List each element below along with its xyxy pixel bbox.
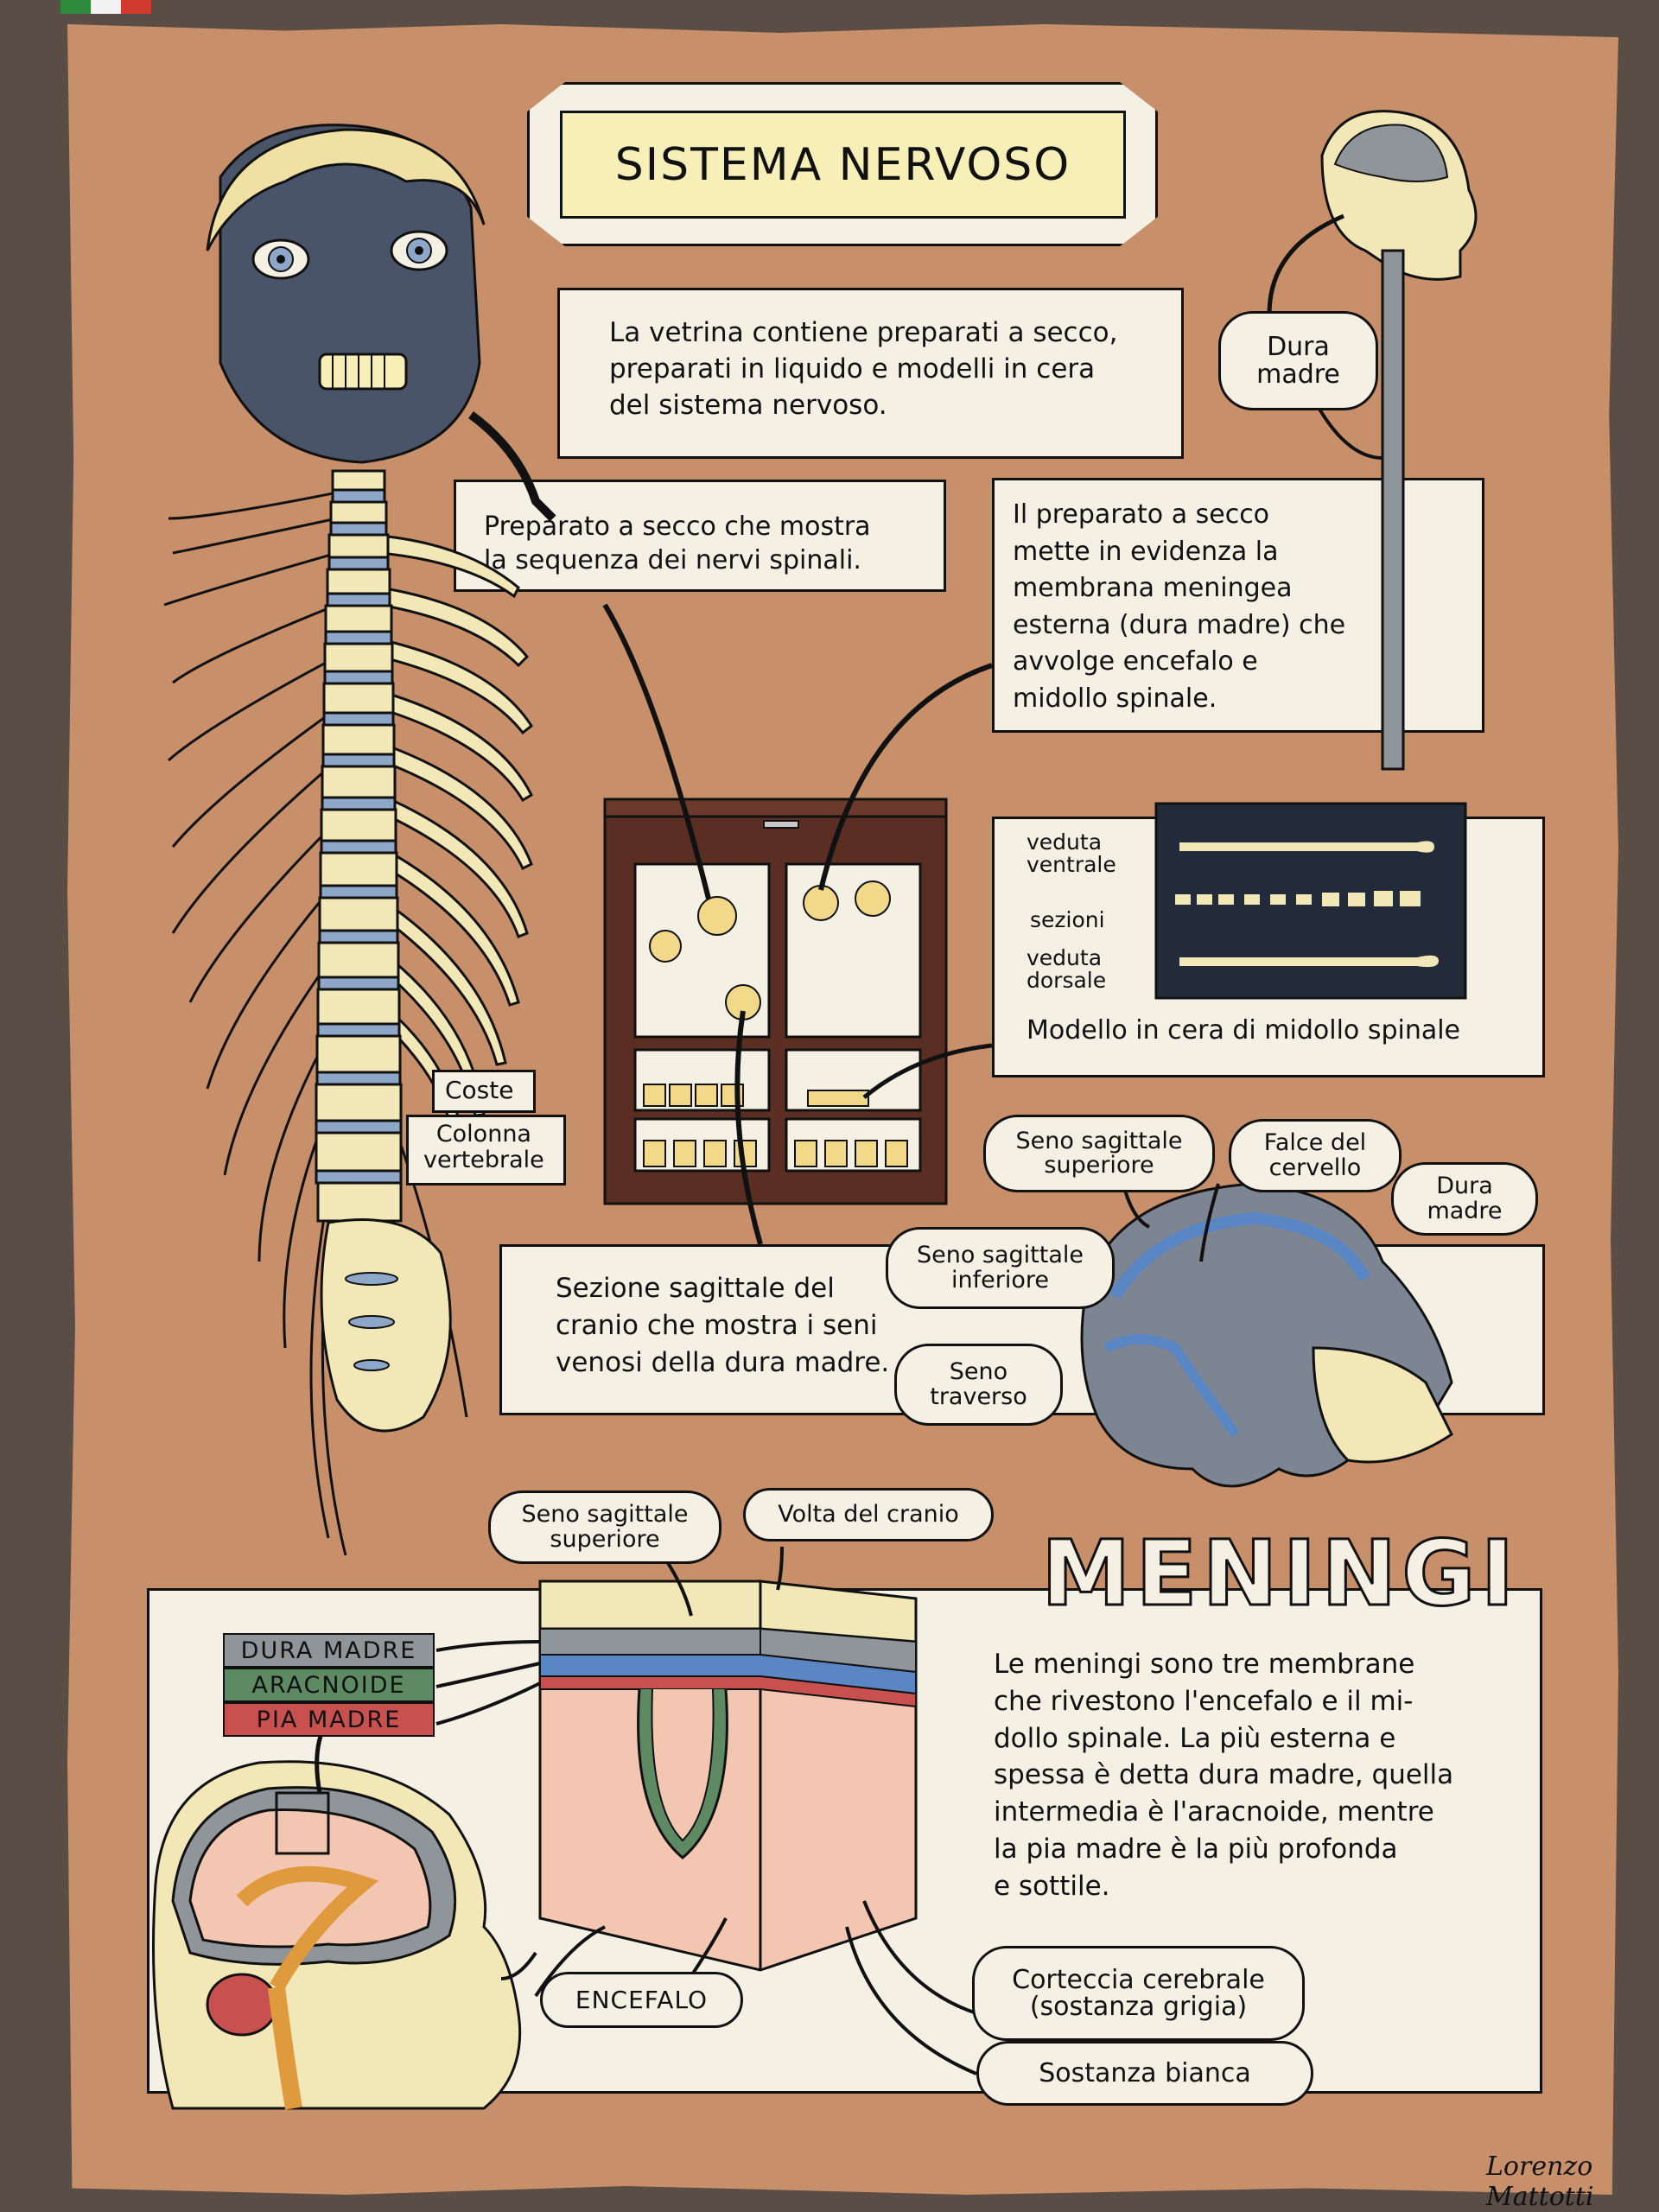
wax-sections-label: sezioni xyxy=(1030,907,1105,932)
corteccia-label: Corteccia cerebrale (sostanza grigia) xyxy=(972,1946,1305,2041)
wax-model-caption: Modello in cera di midollo spinale xyxy=(1027,1015,1461,1046)
italian-flag-icon xyxy=(60,0,151,14)
intro-text: La vetrina contiene preparati a secco, p… xyxy=(609,317,1118,421)
sagittal-label-dura: Dura madre xyxy=(1391,1162,1538,1236)
display-cabinet-illustration xyxy=(602,603,993,1245)
encefalo-label: ENCEFALO xyxy=(540,1972,743,2028)
spinal-nerves-caption: Preparato a secco che mostra la sequenza… xyxy=(484,512,871,575)
sagittal-caption-text: Sezione sagittale del cranio che mostra … xyxy=(556,1273,890,1378)
sagittal-label-seno-superiore: Seno sagittale superiore xyxy=(983,1115,1215,1192)
wax-dorsal-label: veduta dorsale xyxy=(1027,945,1107,994)
sagittal-skull-illustration xyxy=(1080,1182,1453,1488)
dura-label-top: Dura madre xyxy=(1218,311,1378,410)
artist-signature: Lorenzo Mattotti xyxy=(1486,2152,1594,2212)
wax-model-illustration xyxy=(1154,802,1467,1000)
colonna-label-box xyxy=(406,1115,566,1185)
sagittal-label-falce: Falce del cervello xyxy=(1229,1119,1402,1192)
meningi-label-volta: Volta del cranio xyxy=(743,1488,994,1541)
meningi-label-seno: Seno sagittale superiore xyxy=(488,1491,721,1564)
dried-head-illustration xyxy=(206,124,556,522)
meninges-block-illustration xyxy=(538,1580,918,1972)
coste-label: Coste xyxy=(445,1076,514,1104)
legend-pia-madre: PIA MADRE xyxy=(223,1702,435,1737)
meningi-heading: MENINGI xyxy=(1039,1520,1520,1628)
page-title: SISTEMA NERVOSO xyxy=(560,111,1126,219)
coste-label-box xyxy=(432,1070,536,1113)
sostanza-bianca-label: Sostanza bianca xyxy=(976,2041,1313,2106)
intro-box xyxy=(557,288,1184,459)
legend-aracnoide: ARACNOIDE xyxy=(223,1668,435,1702)
dura-caption-text: Il preparato a secco mette in evidenza l… xyxy=(1013,499,1346,714)
colonna-label: Colonna vertebrale xyxy=(423,1121,544,1173)
wax-ventral-label: veduta ventrale xyxy=(1027,830,1116,878)
meningi-text: Le meningi sono tre membrane che rivesto… xyxy=(994,1649,1454,1902)
brain-skull-illustration xyxy=(152,1718,522,2110)
dura-skull-illustration xyxy=(1267,110,1478,771)
sagittal-label-seno-inferiore: Seno sagittale inferiore xyxy=(886,1227,1115,1309)
sagittal-label-seno-traverso: Seno traverso xyxy=(894,1344,1063,1426)
legend-dura-madre: DURA MADRE xyxy=(223,1633,435,1668)
spinal-nerves-illustration xyxy=(163,469,533,1556)
